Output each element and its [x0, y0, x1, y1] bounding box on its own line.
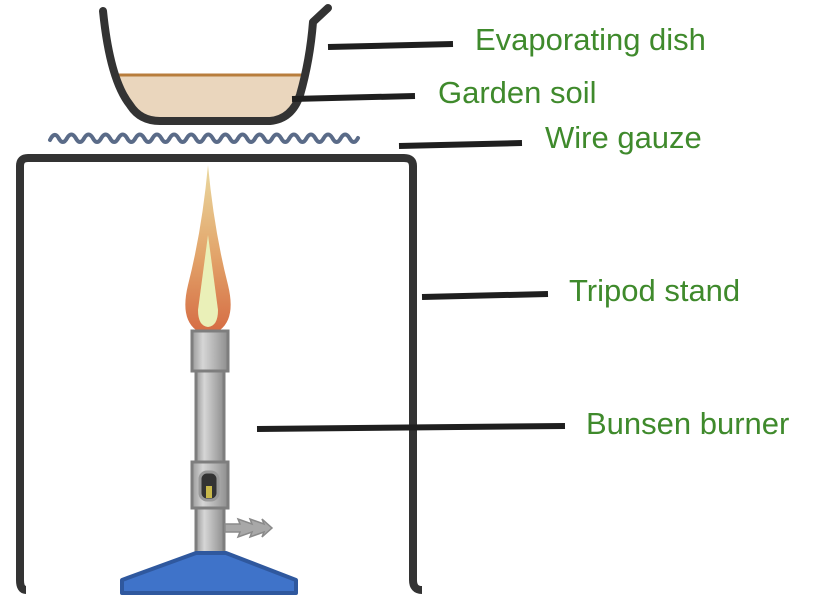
leader-tripod-stand — [421, 291, 549, 300]
leader-evaporating-dish — [327, 41, 454, 50]
label-bunsen-burner: Bunsen burner — [586, 406, 789, 441]
tripod-stand — [16, 154, 423, 594]
burner-base — [120, 551, 298, 595]
label-garden-soil: Garden soil — [438, 75, 597, 110]
label-evaporating-dish: Evaporating dish — [475, 22, 706, 57]
leader-wire-gauze — [398, 140, 523, 149]
label-tripod-stand: Tripod stand — [569, 273, 740, 308]
garden-soil — [118, 75, 304, 121]
leader-bunsen-burner — [256, 423, 566, 432]
evaporating-dish — [99, 4, 332, 125]
leader-garden-soil — [291, 93, 416, 102]
flame — [185, 165, 231, 330]
label-wire-gauze: Wire gauze — [545, 120, 702, 155]
bunsen-burner — [120, 329, 298, 595]
gas-inlet — [224, 517, 274, 539]
wire-gauze — [48, 132, 360, 144]
